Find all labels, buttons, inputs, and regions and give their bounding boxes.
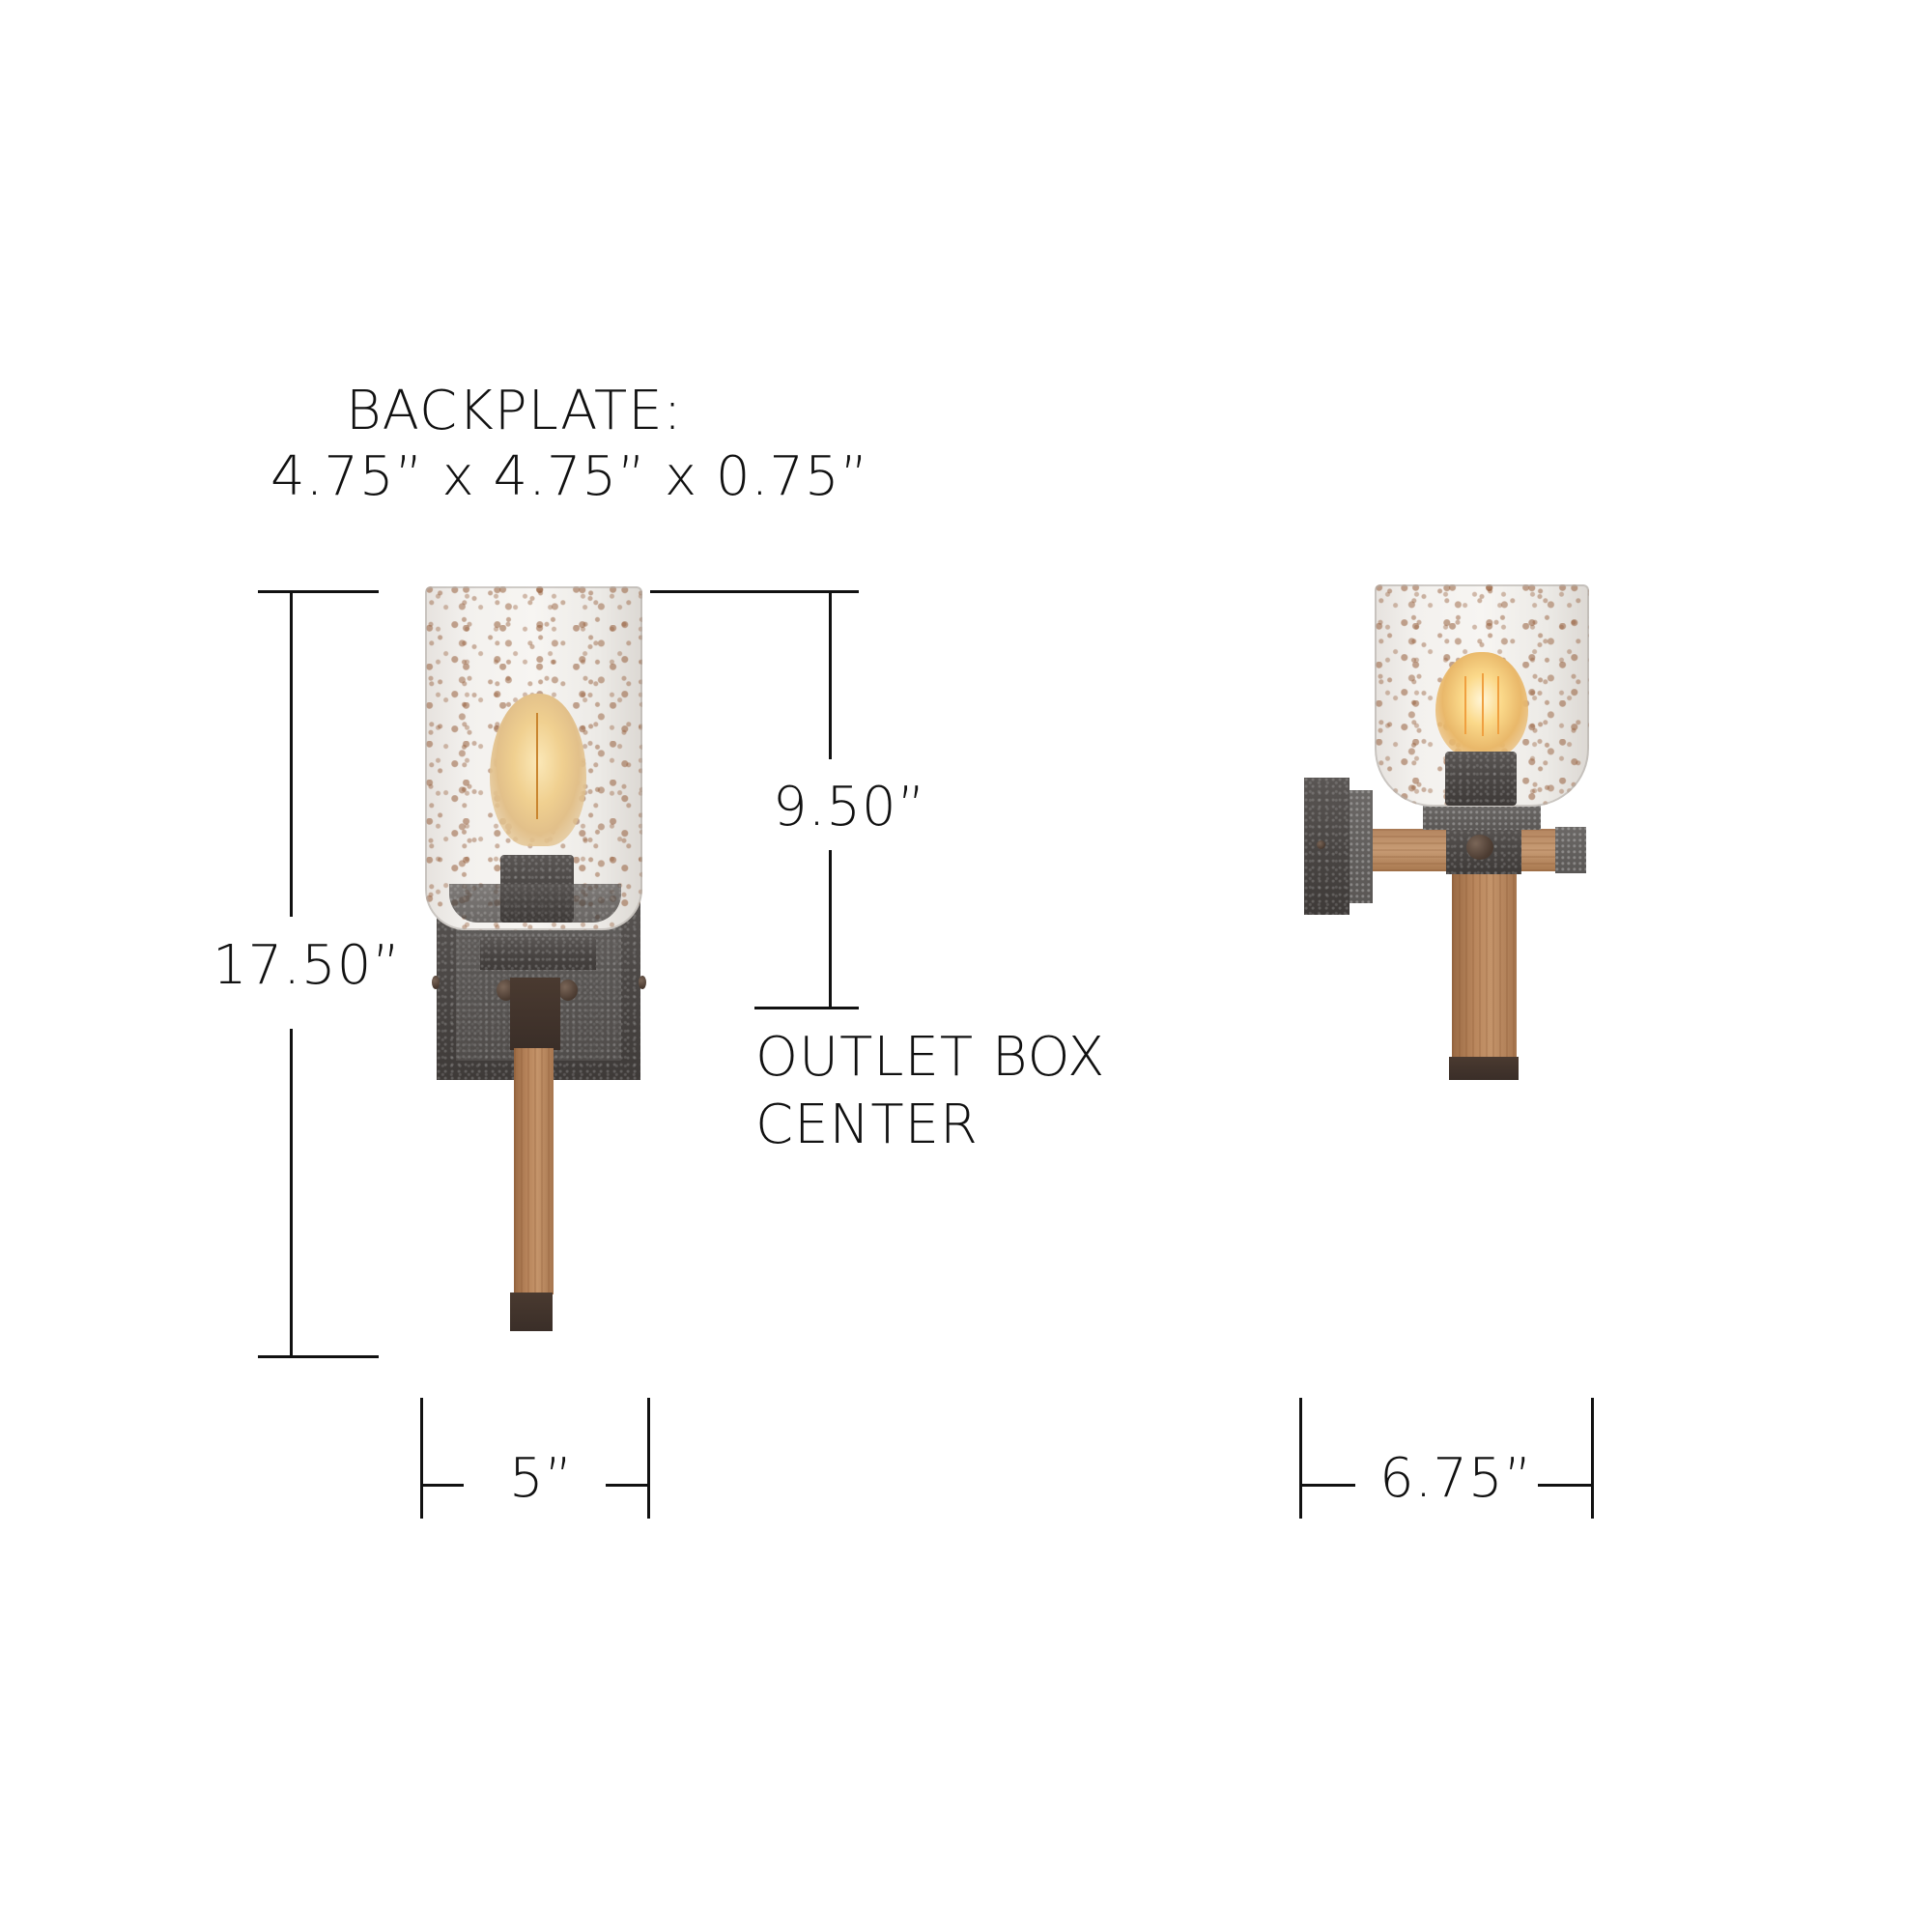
height-bottom-tick	[258, 1355, 379, 1358]
extension-right-arm	[1538, 1484, 1594, 1487]
arm-mount-block	[510, 978, 560, 1050]
width-right-tick	[647, 1398, 650, 1519]
side-backplate	[1304, 778, 1350, 915]
outlet-center-label: CENTER	[755, 1094, 979, 1156]
outlet-bottom-tick	[754, 1007, 859, 1009]
side-backplate-flange	[1350, 790, 1373, 903]
height-line-upper	[290, 590, 293, 917]
overall-height-label: 17.50”	[213, 934, 402, 997]
extension-left-tick	[1299, 1398, 1302, 1519]
arm-collar	[480, 937, 596, 970]
side-edison-bulb	[1435, 652, 1528, 758]
side-rivet-left	[432, 976, 440, 989]
side-bulb-filament	[1464, 676, 1466, 734]
height-line-lower	[290, 1029, 293, 1357]
width-right-arm	[606, 1484, 649, 1487]
bulb-filament	[536, 713, 538, 819]
outlet-top-tick	[650, 590, 859, 593]
outlet-box-label: OUTLET BOX	[755, 1026, 1106, 1089]
side-bulb-filament-3	[1497, 676, 1499, 734]
side-bulb-filament-2	[1482, 673, 1484, 736]
outlet-line-upper	[829, 590, 832, 759]
side-rivet-right	[639, 976, 646, 989]
arm-end-cap	[1555, 827, 1586, 873]
width-left-arm	[420, 1484, 464, 1487]
backplate-label: BACKPLATE:	[346, 380, 683, 442]
pivot-knob-right	[558, 980, 578, 1001]
outlet-height-label: 9.50”	[773, 776, 926, 838]
width-left-tick	[420, 1398, 423, 1519]
side-bulb-socket	[1445, 752, 1517, 806]
extension-label: 6.75”	[1379, 1447, 1533, 1510]
edison-bulb	[490, 694, 586, 846]
width-label: 5”	[509, 1447, 574, 1510]
outlet-line-lower	[829, 850, 832, 1009]
vertical-wood-stem	[1452, 869, 1517, 1059]
extension-right-tick	[1591, 1398, 1594, 1519]
wood-stem	[514, 1048, 554, 1294]
stem-end-cap	[510, 1293, 553, 1331]
center-knob	[1466, 835, 1493, 860]
vertical-stem-end-cap	[1449, 1057, 1519, 1080]
extension-left-arm	[1299, 1484, 1355, 1487]
socket-ring	[1423, 805, 1541, 830]
backplate-screw	[1317, 840, 1325, 849]
shade-base	[449, 884, 621, 923]
height-top-tick	[258, 590, 379, 593]
backplate-dimensions: 4.75” x 4.75” x 0.75”	[270, 445, 869, 508]
